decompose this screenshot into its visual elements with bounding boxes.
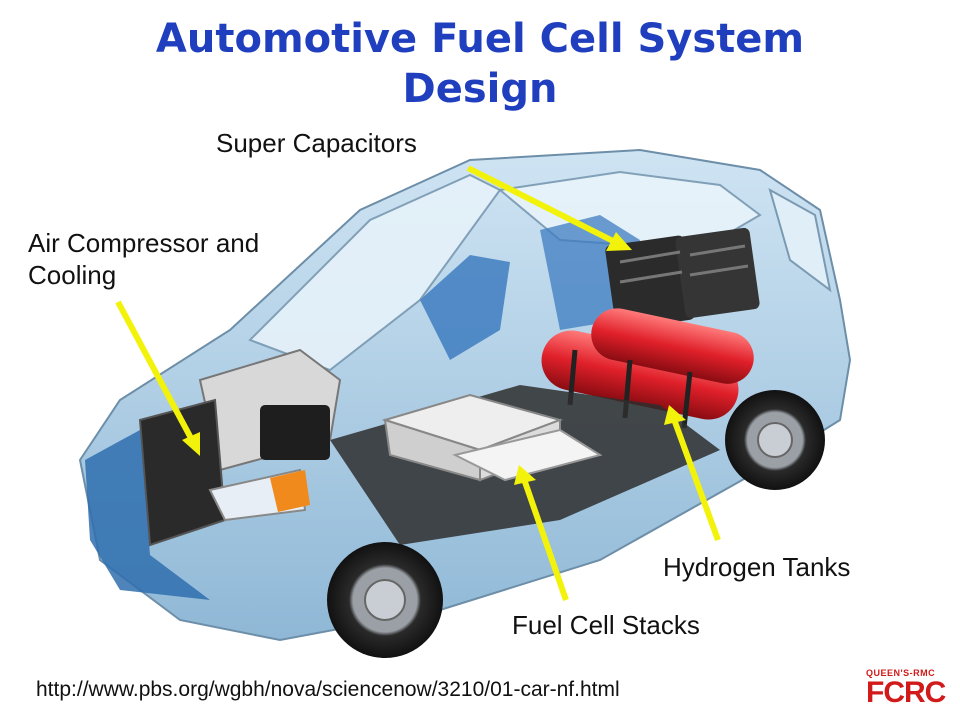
super-capacitor-packs	[605, 227, 760, 330]
slide-title: Automotive Fuel Cell System Design	[0, 14, 960, 114]
arrow-hydrogen-tanks	[672, 420, 721, 542]
fcrc-logo: QUEEN'S-RMC FCRC	[866, 668, 946, 710]
label-air-compressor-line1: Air Compressor and	[28, 228, 260, 258]
turn-signal	[270, 470, 310, 512]
front-seat	[420, 255, 510, 360]
arrow-fuel-cell-stacks	[522, 481, 569, 601]
label-air-compressor: Air Compressor and Cooling	[28, 227, 259, 291]
arrow-air-compressor	[115, 300, 195, 442]
label-fuel-cell-stacks: Fuel Cell Stacks	[512, 610, 700, 640]
source-url: http://www.pbs.org/wgbh/nova/sciencenow/…	[36, 678, 620, 701]
label-super-capacitors: Super Capacitors	[216, 128, 417, 158]
arrow-super-capacitors	[466, 165, 617, 245]
title-line-1: Automotive Fuel Cell System	[155, 16, 805, 62]
logo-small-text: QUEEN'S-RMC	[866, 668, 936, 678]
fuel-cell-stack-box	[381, 393, 603, 482]
rear-wheel-hub	[757, 422, 793, 458]
front-wheel-hub	[364, 579, 406, 621]
label-air-compressor-line2: Cooling	[28, 260, 117, 290]
label-hydrogen-tanks: Hydrogen Tanks	[663, 552, 851, 582]
front-bumper	[85, 430, 210, 600]
title-line-2: Design	[402, 66, 558, 112]
logo-big-text: FCRC	[866, 676, 946, 709]
rear-window	[768, 187, 832, 293]
pointer-arrows	[115, 165, 721, 601]
air-compressor-unit	[198, 348, 342, 472]
